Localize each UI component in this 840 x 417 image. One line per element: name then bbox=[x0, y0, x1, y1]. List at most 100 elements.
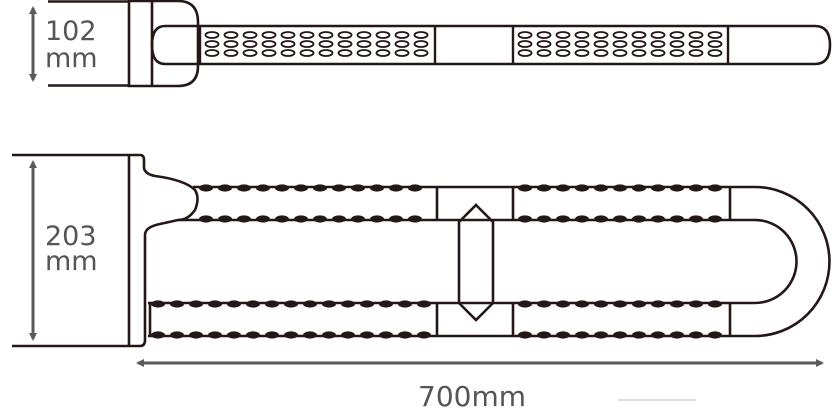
grip-bump bbox=[294, 215, 308, 223]
grip-bump bbox=[389, 184, 403, 192]
grip-bump bbox=[332, 215, 346, 223]
bar-inner-outline bbox=[148, 218, 798, 305]
grip-bump bbox=[389, 215, 403, 223]
grip-bump bbox=[594, 215, 608, 223]
grip-bump bbox=[632, 300, 646, 308]
grip-hole bbox=[631, 49, 647, 57]
grip-hole bbox=[612, 31, 628, 39]
top-height-value: 102 bbox=[45, 16, 97, 47]
grip-bump bbox=[518, 215, 532, 223]
grip-bump bbox=[189, 331, 203, 339]
grip-bump bbox=[199, 184, 213, 192]
grip-bump bbox=[322, 300, 336, 308]
grip-hole bbox=[299, 49, 315, 57]
grip-hole bbox=[612, 49, 628, 57]
front-height-value: 203 bbox=[45, 221, 97, 252]
grip-texture bbox=[204, 31, 723, 57]
grip-bump bbox=[689, 331, 703, 339]
grip-bump bbox=[284, 300, 298, 308]
grip-dividers bbox=[435, 187, 732, 336]
grip-bump bbox=[575, 184, 589, 192]
grip-bump bbox=[332, 184, 346, 192]
grip-hole bbox=[413, 49, 429, 57]
grip-hole bbox=[280, 49, 296, 57]
grip-hole bbox=[299, 31, 315, 39]
grip-hole bbox=[261, 40, 277, 48]
grip-bump bbox=[518, 331, 532, 339]
grip-bump bbox=[575, 331, 589, 339]
grip-hole bbox=[593, 49, 609, 57]
grip-hole bbox=[650, 49, 666, 57]
grip-bump bbox=[708, 331, 722, 339]
grip-bump bbox=[246, 331, 260, 339]
grip-bump bbox=[651, 300, 665, 308]
grip-hole bbox=[688, 40, 704, 48]
grip-hole bbox=[612, 40, 628, 48]
grip-bump bbox=[199, 215, 213, 223]
grip-bump bbox=[594, 331, 608, 339]
grip-bump bbox=[556, 300, 570, 308]
grip-hole bbox=[688, 49, 704, 57]
grip-bump bbox=[556, 215, 570, 223]
grip-bump bbox=[708, 300, 722, 308]
front-height-unit: mm bbox=[45, 246, 98, 277]
grip-hole bbox=[204, 40, 220, 48]
grip-bump bbox=[227, 331, 241, 339]
grip-hole bbox=[593, 40, 609, 48]
grip-bump bbox=[237, 184, 251, 192]
grip-bump bbox=[237, 215, 251, 223]
grip-hole bbox=[517, 31, 533, 39]
top-view: 102 mm bbox=[29, 0, 832, 88]
grip-bump bbox=[379, 331, 393, 339]
grip-bump bbox=[556, 184, 570, 192]
grip-hole bbox=[593, 31, 609, 39]
grip-bump bbox=[689, 300, 703, 308]
grip-bump bbox=[360, 331, 374, 339]
grip-bump bbox=[518, 184, 532, 192]
grip-bump bbox=[341, 300, 355, 308]
grip-bump bbox=[417, 300, 431, 308]
top-height-unit: mm bbox=[45, 43, 98, 74]
bar-outer-outline bbox=[148, 185, 831, 338]
grip-hole bbox=[318, 31, 334, 39]
grip-bump bbox=[341, 331, 355, 339]
grip-hole bbox=[707, 40, 723, 48]
grip-bump bbox=[313, 184, 327, 192]
grip-hole bbox=[375, 49, 391, 57]
grip-hole bbox=[707, 49, 723, 57]
grip-bump bbox=[556, 331, 570, 339]
grip-bump bbox=[351, 184, 365, 192]
grip-bump bbox=[303, 300, 317, 308]
grip-bump bbox=[537, 215, 551, 223]
grip-bump bbox=[613, 300, 627, 308]
grip-hole bbox=[261, 31, 277, 39]
grip-hole bbox=[631, 31, 647, 39]
grip-bump bbox=[398, 331, 412, 339]
grip-hole bbox=[574, 31, 590, 39]
grip-hole bbox=[223, 49, 239, 57]
grip-bump bbox=[170, 331, 184, 339]
grip-hole bbox=[631, 40, 647, 48]
length-label: 700mm bbox=[418, 380, 526, 413]
grip-hole bbox=[669, 40, 685, 48]
grip-bump bbox=[151, 300, 165, 308]
grip-hole bbox=[375, 31, 391, 39]
grip-bump bbox=[275, 184, 289, 192]
grip-bump bbox=[208, 331, 222, 339]
grip-bump bbox=[208, 300, 222, 308]
grip-bump bbox=[294, 184, 308, 192]
grip-bump bbox=[265, 331, 279, 339]
grip-hole bbox=[337, 31, 353, 39]
grip-bump bbox=[265, 300, 279, 308]
grip-bump bbox=[351, 215, 365, 223]
grip-texture bbox=[151, 184, 722, 339]
grip-bump bbox=[537, 184, 551, 192]
grip-hole bbox=[555, 49, 571, 57]
grip-hole bbox=[280, 31, 296, 39]
grip-bump bbox=[708, 184, 722, 192]
wall-mount-plate bbox=[127, 153, 199, 348]
grip-bump bbox=[594, 184, 608, 192]
grip-hole bbox=[337, 40, 353, 48]
grip-hole bbox=[413, 31, 429, 39]
grip-bump bbox=[218, 215, 232, 223]
